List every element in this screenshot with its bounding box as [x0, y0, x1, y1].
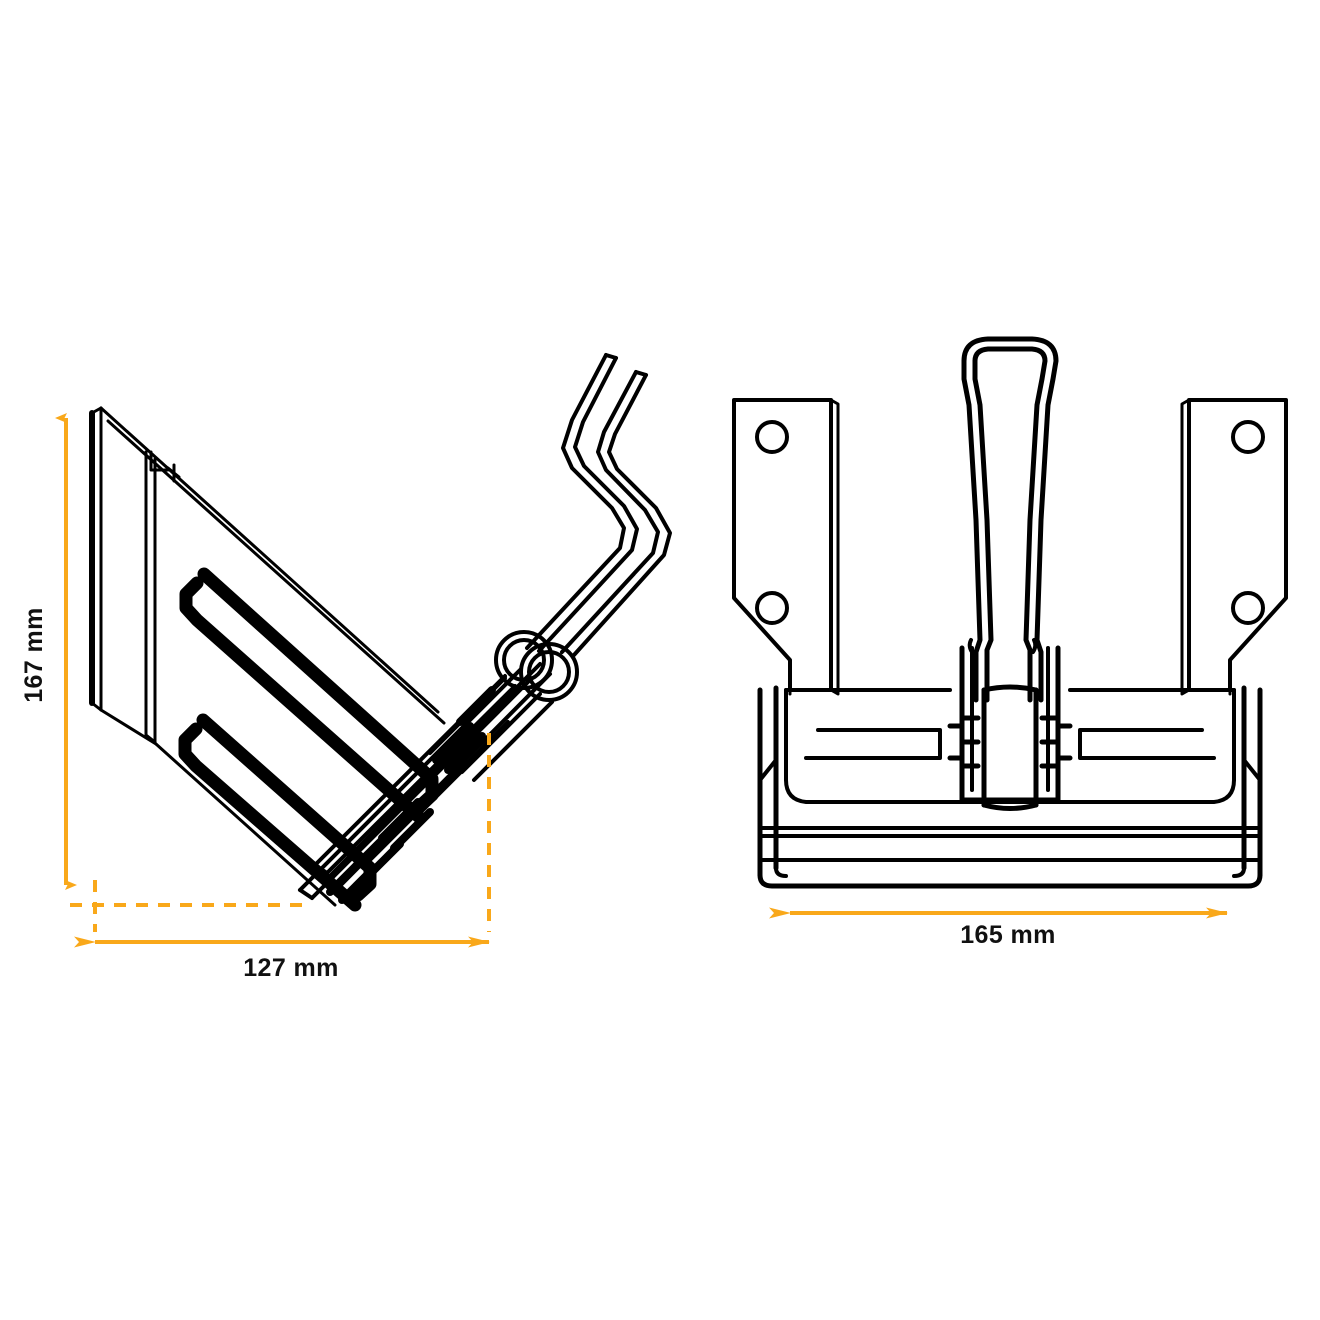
basket-body — [757, 685, 1263, 889]
mounting-hole-bottom-left — [755, 591, 789, 625]
left-view-geometry — [89, 353, 672, 912]
width-dimension-right-group: 165 mm — [769, 907, 1228, 949]
right-view-geometry — [732, 336, 1288, 889]
width-left-dimension-label: 127 mm — [243, 954, 339, 982]
mounting-hole-top-right — [1231, 420, 1265, 454]
height-dimension-label: 167 mm — [20, 607, 48, 703]
wire-handle — [428, 353, 672, 782]
width-dimension-left-group: 127 mm — [74, 733, 491, 982]
height-dimension-group: 167 mm — [20, 413, 310, 907]
center-latch — [947, 645, 1073, 811]
back-plate — [89, 406, 446, 907]
mounting-hole-bottom-right — [1231, 591, 1265, 625]
width-right-dimension-label: 165 mm — [960, 921, 1056, 949]
mounting-hole-top-left — [755, 420, 789, 454]
